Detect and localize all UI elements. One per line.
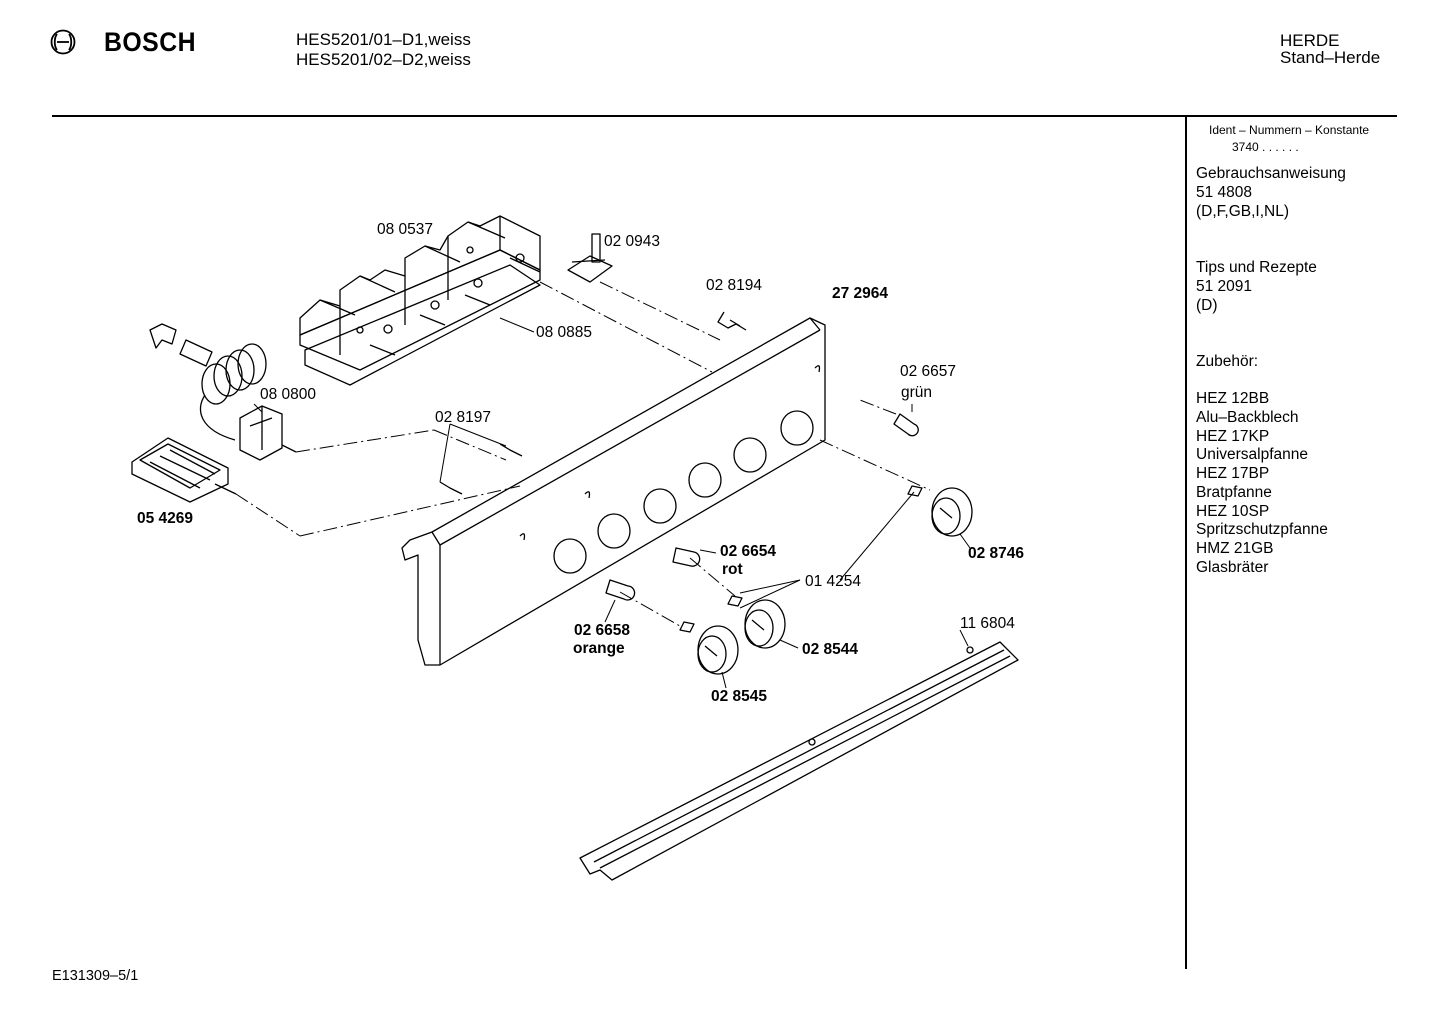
accessories-title: Zubehör: <box>1196 353 1259 370</box>
model-line-1: HES5201/01–D1,weiss <box>296 30 471 49</box>
part-color: rot <box>722 561 743 578</box>
spring-clip <box>439 481 463 495</box>
part-label: 02 8544 <box>802 641 859 658</box>
part-label: 01 4254 <box>805 573 862 590</box>
accessory-item: Bratpfanne <box>1196 484 1272 501</box>
part-label: 08 0537 <box>377 221 434 238</box>
switch-block <box>299 215 541 386</box>
part-label: 02 8545 <box>711 688 768 705</box>
part-label: 02 6658 <box>574 622 631 639</box>
ident-label: Ident – Nummern – Konstante <box>1209 123 1370 137</box>
part-label: 02 8746 <box>968 545 1025 562</box>
sidebar-divider <box>1185 116 1187 969</box>
accessory-item: HEZ 17KP <box>1196 428 1270 445</box>
trim-strip <box>579 641 1019 881</box>
tips-title: Tips und Rezepte <box>1196 259 1317 276</box>
model-line-2: HES5201/02–D2,weiss <box>296 50 471 69</box>
part-label: 02 6654 <box>720 543 777 560</box>
terminal-block <box>131 437 237 503</box>
pilot-lamp-green <box>893 413 919 437</box>
drawing-id: E131309–5/1 <box>52 968 139 984</box>
control-panel <box>401 317 826 666</box>
part-label: 27 2964 <box>832 285 889 302</box>
knob-insert <box>727 595 743 607</box>
accessory-item: Spritzschutzpfanne <box>1196 521 1328 538</box>
knob-insert <box>679 621 695 633</box>
manual-number: 51 4808 <box>1196 184 1253 201</box>
category-sub: Stand–Herde <box>1280 48 1381 67</box>
part-label: 11 6804 <box>960 615 1015 632</box>
tips-number: 51 2091 <box>1196 278 1253 295</box>
thermostat <box>149 323 297 461</box>
knob-028545 <box>697 625 739 675</box>
part-label: 02 6657 <box>900 363 957 380</box>
part-label: 08 0800 <box>260 386 317 403</box>
part-label: 02 8197 <box>435 409 492 426</box>
knob-028746 <box>931 487 973 537</box>
part-label: 02 8194 <box>706 277 763 294</box>
tips-langs: (D) <box>1196 297 1218 314</box>
part-label: 05 4269 <box>137 510 194 527</box>
accessory-item: Glasbräter <box>1196 559 1269 576</box>
knob-028544 <box>744 599 786 649</box>
spring-clip <box>499 443 523 457</box>
accessory-item: HEZ 17BP <box>1196 465 1270 482</box>
pilot-lamp-orange <box>605 579 636 601</box>
part-label: 02 0943 <box>604 233 661 250</box>
bosch-logo-icon <box>50 29 76 55</box>
header-divider <box>52 115 1397 117</box>
selector-switch <box>567 233 613 283</box>
accessory-item: Alu–Backblech <box>1196 409 1299 426</box>
accessory-item: HMZ 21GB <box>1196 540 1274 557</box>
brand-name: BOSCH <box>104 27 197 57</box>
pilot-lamp-red <box>672 547 701 567</box>
part-color: orange <box>573 640 625 657</box>
part-label: 08 0885 <box>536 324 593 341</box>
category-main: HERDE <box>1280 31 1340 50</box>
accessory-item: Universalpfanne <box>1196 446 1309 463</box>
part-color: grün <box>901 384 933 401</box>
manual-title: Gebrauchsanweisung <box>1196 165 1346 182</box>
accessory-item: HEZ 12BB <box>1196 390 1270 407</box>
manual-langs: (D,F,GB,I,NL) <box>1196 203 1290 220</box>
accessory-item: HEZ 10SP <box>1196 503 1270 520</box>
knob-insert <box>907 485 923 497</box>
ident-value: 3740 . . . . . . <box>1232 140 1299 154</box>
